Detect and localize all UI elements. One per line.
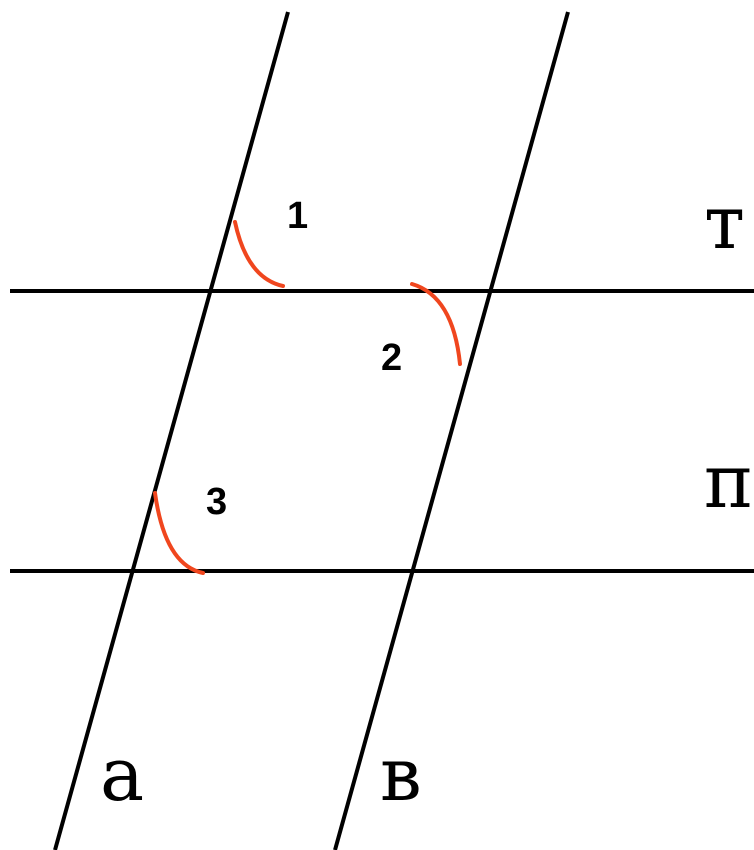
line-a-label: а <box>100 732 144 818</box>
line-b-label: в <box>380 732 422 818</box>
angle-3-arc <box>153 491 205 575</box>
line-p-label: п <box>704 439 753 525</box>
angle-1-label: 1 <box>287 195 308 237</box>
angle-2-label: 2 <box>381 337 402 379</box>
line-t-label: т <box>704 180 745 266</box>
line-b <box>333 11 570 850</box>
angle-1-arc <box>233 220 285 288</box>
angle-2-arc <box>410 282 462 366</box>
line-a <box>53 11 290 850</box>
angle-3-label: 3 <box>206 481 227 523</box>
